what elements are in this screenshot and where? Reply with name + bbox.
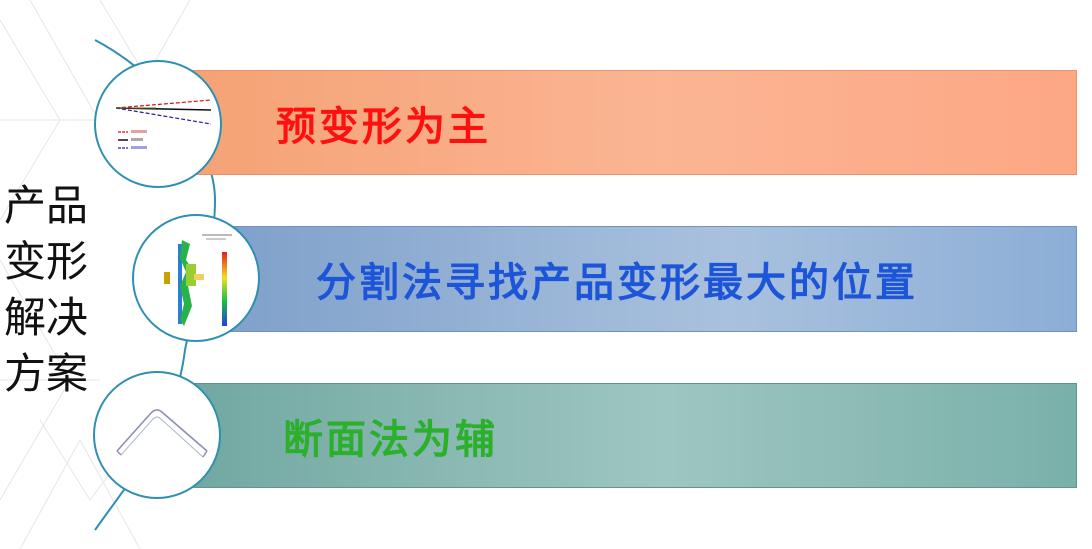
band-2-label: 分割法寻找产品变形最大的位置 <box>316 259 918 306</box>
simulation-contour-thumbnail <box>132 214 260 342</box>
fea-contour-icon <box>164 234 232 326</box>
band-segmentation-method: 分割法寻找产品变形最大的位置 <box>200 226 1077 332</box>
side-title: 产品变形解决方案 <box>4 181 89 398</box>
section-profile-icon <box>116 409 208 458</box>
line-chart-icon <box>115 99 212 149</box>
band-1-label: 预变形为主 <box>276 102 491 150</box>
band-section-method: 断面法为辅 <box>160 383 1077 488</box>
band-3-label: 断面法为辅 <box>283 415 498 463</box>
band-pre-deformation: 预变形为主 <box>160 70 1077 175</box>
deformation-chart-thumbnail <box>94 60 222 188</box>
cross-section-thumbnail <box>93 371 221 499</box>
